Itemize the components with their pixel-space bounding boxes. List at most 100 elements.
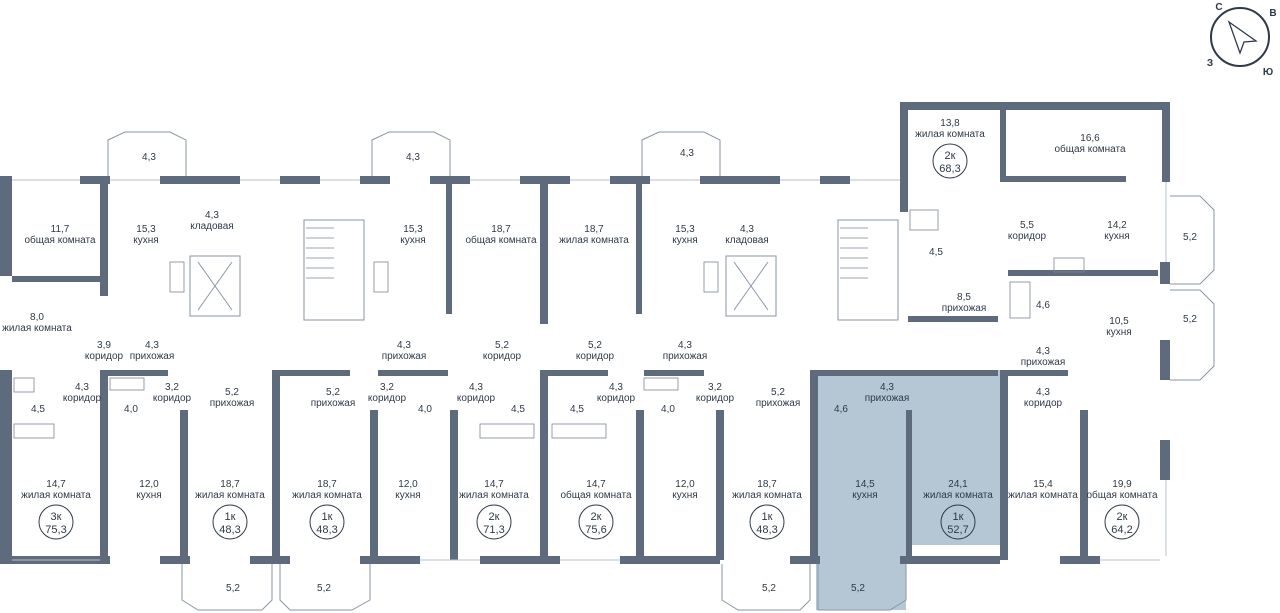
apartment-area: 52,7 [947,524,968,536]
compass-ring [1210,7,1270,67]
room-area: 4,5 [31,404,45,415]
compass-east: В [1269,8,1276,19]
room-area: 4,5 [511,404,525,415]
compass: С В Ю З [1207,2,1277,78]
room-area: 18,7 [220,479,240,490]
apartment-badge-circle [476,504,512,540]
room-type: коридор [457,393,496,404]
room-area: 4,3 [740,224,754,235]
room-type: прихожая [311,398,356,409]
room-type: кухня [672,235,697,246]
apartment-area: 75,3 [45,524,66,536]
room-area: 4,0 [661,404,675,415]
room-type: жилая комната [21,490,91,501]
room-area: 3,2 [165,382,179,393]
room-area: 5,2 [495,340,509,351]
apartment-badge-circle [578,504,614,540]
apartment-badges: 2к68,33к75,31к48,31к48,32к71,32к75,61к48… [38,143,1140,540]
room-type: жилая комната [459,490,529,501]
room-area: 5,2 [326,387,340,398]
room-area: 12,0 [139,479,159,490]
room-type: коридор [483,351,522,362]
room-type: прихожая [130,351,175,362]
room-area: 5,5 [1020,220,1034,231]
apartment-area: 48,3 [756,524,777,536]
room-area: 10,5 [1109,316,1129,327]
room-type: жилая комната [1008,490,1078,501]
room-type: кухня [1104,231,1129,242]
room-type: коридор [597,393,636,404]
room-area: 5,2 [762,583,776,594]
room-type: коридор [1008,231,1047,242]
room-area: 5,2 [226,583,240,594]
apartment-type: 1к [322,511,333,523]
apartment-type: 2к [945,150,956,162]
room-type: кухня [852,490,877,501]
room-area: 4,3 [678,340,692,351]
room-type: прихожая [1021,357,1066,368]
room-area: 4,3 [1036,387,1050,398]
apartment-type: 1к [225,511,236,523]
room-area: 5,2 [771,387,785,398]
room-area: 4,3 [142,152,156,163]
room-area: 12,0 [398,479,418,490]
apartment-badge-circle [309,504,345,540]
room-area: 15,3 [136,224,156,235]
apartment-area: 64,2 [1111,524,1132,536]
room-area: 3,2 [380,382,394,393]
room-type: жилая комната [923,490,993,501]
room-area: 14,7 [586,479,606,490]
apartment-area: 48,3 [316,524,337,536]
room-type: коридор [1024,398,1063,409]
room-type: прихожая [382,351,427,362]
room-type: прихожая [865,393,910,404]
room-type: общая комната [560,489,632,501]
room-type: общая комната [1086,489,1158,501]
room-type: прихожая [942,303,987,314]
room-type: кухня [1106,327,1131,338]
apartment-type: 2к [489,511,500,523]
fixtures [13,209,1085,439]
room-area: 4,3 [609,382,623,393]
room-area: 4,3 [145,340,159,351]
room-area: 13,8 [940,118,960,129]
apartment-type: 2к [591,511,602,523]
room-area: 5,2 [1183,232,1197,243]
room-area: 4,3 [880,382,894,393]
room-type: жилая комната [559,235,629,246]
apartment-badge-circle [932,143,968,179]
apartment-type: 1к [953,511,964,523]
room-type: коридор [63,393,102,404]
apartment-area: 68,3 [939,163,960,175]
room-area: 15,3 [675,224,695,235]
room-type: жилая комната [2,323,72,334]
apartment-type: 1к [762,511,773,523]
room-area: 3,2 [708,382,722,393]
room-type: кухня [395,490,420,501]
room-area: 4,3 [406,152,420,163]
compass-arrow-icon [1227,20,1258,55]
room-area: 5,2 [851,583,865,594]
room-type: жилая комната [292,490,362,501]
room-area: 18,7 [317,479,337,490]
room-area: 4,3 [75,382,89,393]
apartment-badge-circle [749,504,785,540]
room-type: кухня [672,490,697,501]
room-area: 4,5 [929,247,943,258]
room-area: 4,6 [834,404,848,415]
compass-west: З [1207,58,1213,69]
room-area: 18,7 [757,479,777,490]
room-type: жилая комната [732,490,802,501]
room-type: коридор [368,393,407,404]
room-area: 14,2 [1107,220,1127,231]
